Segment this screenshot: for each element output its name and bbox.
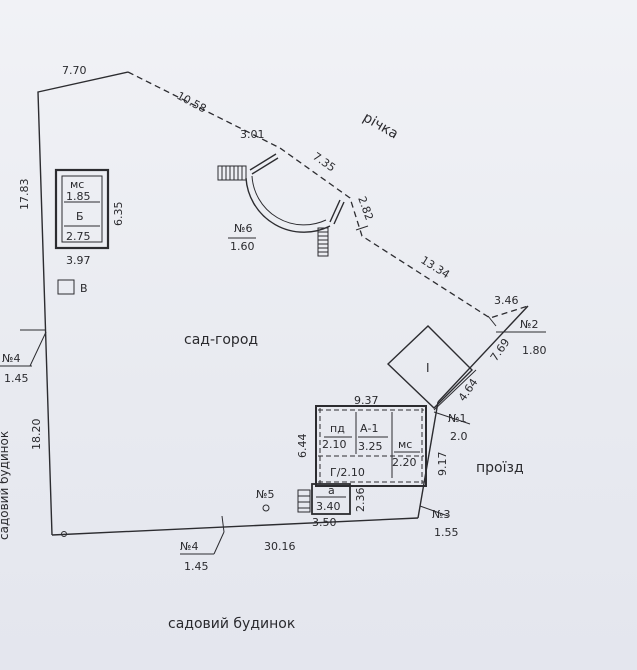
neighbor-n4-left: №4 1.45 — [0, 331, 47, 385]
building-i: І — [386, 325, 473, 409]
plot-boundary-south — [51, 517, 419, 536]
main-building: пд 2.10 А-1 3.25 мс 2.20 Г/2.10 — [315, 405, 427, 487]
dim-left-1783: 17.83 — [18, 179, 31, 211]
dim-shed-397: 3.97 — [66, 254, 91, 267]
dim-bldg-937: 9.37 — [354, 394, 379, 407]
dim-bldg-236: 2.36 — [354, 488, 367, 513]
neighbor-n1-label: №1 — [448, 412, 466, 425]
shed-name-value: 2.75 — [66, 230, 91, 243]
point-5-label: №5 — [256, 488, 274, 501]
garden-house-label: садовий будинок — [168, 616, 295, 632]
neighbor-n3-value: 1.55 — [434, 526, 459, 539]
room-a1-value: 3.25 — [358, 440, 383, 453]
shed-v-label: В — [80, 282, 88, 295]
shed-top-value: 1.85 — [66, 190, 91, 203]
corner-marker — [61, 531, 67, 537]
dim-shed-635: 6.35 — [112, 202, 125, 227]
shed-b: мс 1.85 Б 2.75 — [54, 168, 110, 250]
tick-top — [355, 225, 369, 231]
neighbor-n3-label: №3 — [432, 508, 450, 521]
room-a1: А-1 — [360, 422, 379, 435]
plot-boundary-river — [127, 71, 529, 319]
dim-top-735: 7.35 — [310, 150, 338, 175]
shed-v-box — [57, 279, 75, 295]
plot-boundary-west — [37, 71, 129, 536]
shed-top-label: мс — [70, 178, 84, 191]
dim-left-1820: 18.20 — [30, 419, 43, 451]
well-n6 — [217, 153, 345, 257]
dim-top-1058: 10.58 — [175, 89, 209, 115]
annex-a-label: а — [328, 484, 335, 497]
neighbor-n2-label: №2 — [520, 318, 538, 331]
dim-bldg-644: 6.44 — [296, 434, 309, 459]
shed-name: Б — [76, 210, 84, 223]
neighbor-n4-left-label: №4 — [2, 352, 20, 365]
dim-right-346: 3.46 — [494, 294, 519, 307]
annex-a-value: 3.40 — [316, 500, 341, 513]
room-pd-value: 2.10 — [322, 438, 347, 451]
room-ms: мс — [398, 438, 412, 451]
dim-bottom-3016: 30.16 — [264, 540, 296, 553]
dim-top-282: 2.82 — [355, 195, 376, 222]
neighbor-n2-value: 1.80 — [522, 344, 547, 357]
dim-top-770: 7.70 — [62, 64, 87, 77]
dim-right-769: 7.69 — [488, 336, 513, 364]
plot-boundary-east — [417, 401, 439, 519]
left-neighbor-label: садовий будинок — [0, 431, 11, 540]
neighbor-n4-bottom: №4 1.45 — [180, 531, 225, 573]
dim-bldg-350: 3.50 — [312, 516, 337, 529]
river-label: річка — [360, 110, 401, 143]
dim-top-301: 3.01 — [240, 128, 265, 141]
neighbor-n4-bottom-value: 1.45 — [184, 560, 209, 573]
garden-label: сад-город — [184, 332, 258, 348]
well-label: №6 — [234, 222, 252, 235]
building-i-label: І — [426, 361, 430, 375]
tick-right — [487, 315, 497, 327]
building-i-leader — [433, 369, 477, 411]
dim-right-464: 4.64 — [456, 376, 481, 404]
dim-right-917: 9.17 — [436, 452, 449, 477]
plot-boundary-east-upper — [437, 305, 529, 403]
annex-a: а 3.40 — [297, 483, 351, 515]
neighbor-n1: №1 2.0 — [433, 411, 471, 443]
neighbor-n3: №3 1.55 — [419, 505, 459, 539]
well-value: 1.60 — [230, 240, 255, 253]
room-g: Г/2.10 — [330, 466, 365, 479]
tick-bottom — [221, 515, 225, 533]
neighbor-n1-value: 2.0 — [450, 430, 468, 443]
neighbor-n2: №2 1.80 — [496, 318, 547, 357]
room-ms-value: 2.20 — [392, 456, 417, 469]
dim-top-1334: 13.34 — [418, 254, 452, 282]
neighbor-n4-bottom-label: №4 — [180, 540, 198, 553]
neighbor-n4-left-value: 1.45 — [4, 372, 29, 385]
point-5-marker — [262, 504, 270, 512]
room-pd: пд — [330, 422, 345, 435]
passage-label: проїзд — [476, 460, 524, 476]
